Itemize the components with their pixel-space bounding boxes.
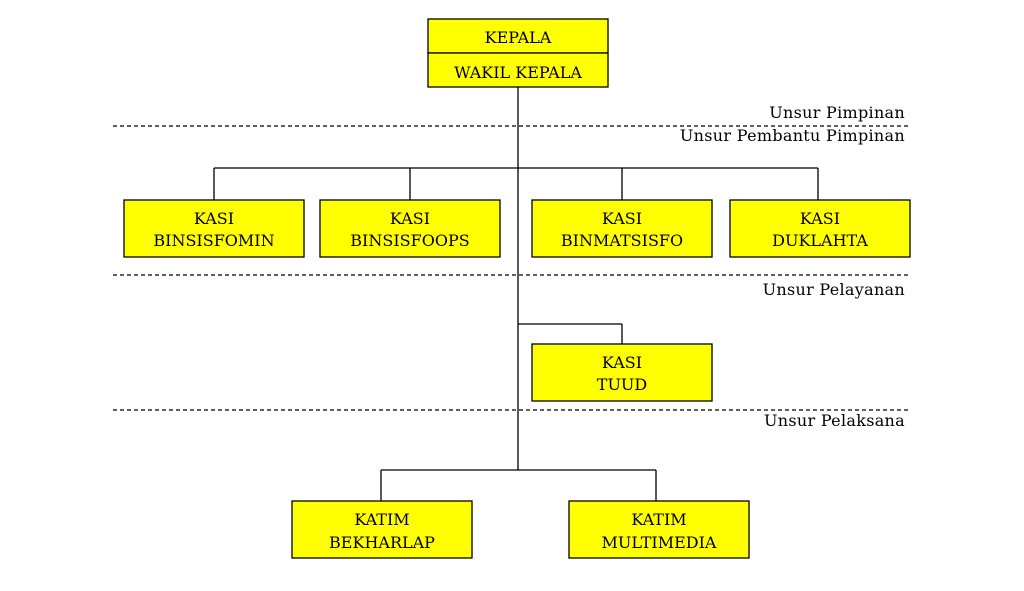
executor-title: KATIM — [354, 510, 409, 529]
leadership-box: KEPALA WAKIL KEPALA — [427, 18, 609, 88]
staff-title: KASI — [800, 209, 840, 228]
staff-node-1: KASI BINSISFOMIN — [123, 199, 305, 258]
executor-node-1: KATIM BEKHARLAP — [291, 500, 473, 559]
executor-box — [291, 500, 473, 559]
staff-unit: DUKLAHTA — [772, 231, 868, 250]
service-title: KASI — [602, 353, 642, 372]
executor-node-2: KATIM MULTIMEDIA — [568, 500, 750, 559]
kepala-label: KEPALA — [485, 28, 552, 47]
staff-unit: BINMATSISFO — [561, 231, 683, 250]
service-node: KASI TUUD — [531, 343, 713, 402]
service-box — [531, 343, 713, 402]
section-label-pimpinan: Unsur Pimpinan — [769, 103, 905, 122]
staff-node-3: KASI BINMATSISFO — [531, 199, 713, 258]
staff-title: KASI — [602, 209, 642, 228]
staff-node-2: KASI BINSISFOOPS — [319, 199, 501, 258]
staff-title: KASI — [194, 209, 234, 228]
section-label-pelaksana: Unsur Pelaksana — [764, 411, 905, 430]
staff-title: KASI — [390, 209, 430, 228]
executor-unit: MULTIMEDIA — [602, 533, 717, 552]
staff-unit: BINSISFOOPS — [350, 231, 469, 250]
staff-unit: BINSISFOMIN — [153, 231, 274, 250]
executor-box — [568, 500, 750, 559]
wakil-kepala-box — [427, 52, 609, 88]
staff-box — [729, 199, 911, 258]
service-unit: TUUD — [597, 375, 647, 394]
kepala-box — [427, 18, 609, 54]
executor-unit: BEKHARLAP — [329, 533, 435, 552]
section-label-pembantu-pimpinan: Unsur Pembantu Pimpinan — [680, 126, 905, 145]
staff-box — [531, 199, 713, 258]
section-label-pelayanan: Unsur Pelayanan — [763, 280, 905, 299]
staff-node-4: KASI DUKLAHTA — [729, 199, 911, 258]
connectors — [213, 87, 819, 501]
wakil-kepala-label: WAKIL KEPALA — [454, 63, 582, 82]
staff-box — [319, 199, 501, 258]
staff-box — [123, 199, 305, 258]
executor-title: KATIM — [631, 510, 686, 529]
